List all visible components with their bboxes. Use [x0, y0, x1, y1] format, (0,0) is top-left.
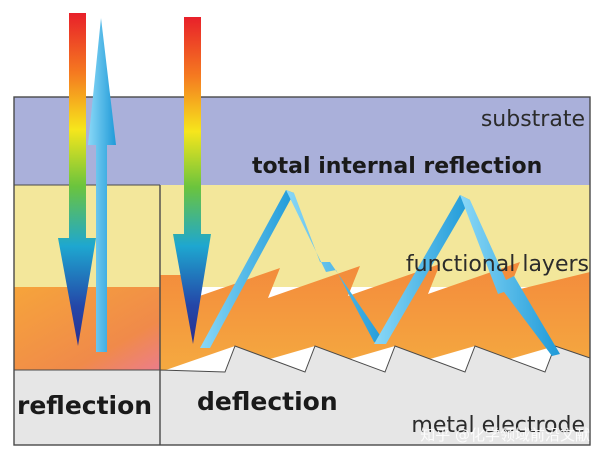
corrugated-emissive-layer — [160, 262, 590, 372]
reflected-light-arrow — [88, 18, 116, 352]
tir-ray-segment-3 — [374, 195, 470, 344]
substrate-label: substrate — [481, 107, 585, 132]
functional-layers-label: functional layers — [406, 252, 589, 277]
incident-light-arrow-left — [58, 13, 96, 346]
deflection-label: deflection — [197, 387, 338, 416]
planar-metal-electrode — [14, 370, 160, 445]
tir-ray-segment-4 — [460, 195, 560, 356]
diagram-frame — [13, 96, 591, 446]
metal-electrode-label: metal electrode — [411, 413, 585, 438]
tir-ray-segment-2 — [286, 190, 386, 344]
reflection-label: reflection — [17, 391, 152, 420]
incident-light-arrow-right — [173, 17, 211, 344]
tir-label: total internal reflection — [252, 154, 542, 179]
watermark: 知乎 @化学领域前沿文献 — [420, 426, 590, 444]
tir-ray-segment-1 — [200, 190, 294, 348]
planar-emissive-layer — [14, 287, 160, 370]
